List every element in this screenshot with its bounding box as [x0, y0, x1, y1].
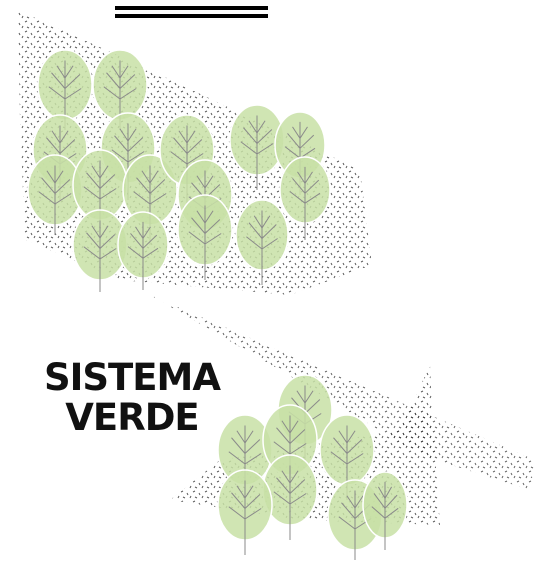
tree-cluster-upper — [27, 49, 331, 292]
tree-icon — [122, 154, 178, 245]
tree-cluster-lower — [217, 374, 408, 560]
header-bars — [115, 6, 268, 18]
tree-icon — [362, 471, 408, 550]
tree-icon — [117, 211, 169, 290]
tree-icon — [217, 469, 273, 555]
tree-icon — [27, 154, 83, 235]
tree-icon — [279, 156, 331, 240]
tree-icon — [72, 209, 128, 292]
title-line-2: VERDE — [65, 396, 198, 439]
stipple-ground-band — [150, 295, 535, 490]
title-line-1: SISTEMA — [44, 356, 221, 399]
tree-icon — [92, 49, 148, 130]
title-block: SISTEMA VERDE — [44, 356, 222, 439]
tree-icon — [235, 199, 289, 285]
tree-icon — [177, 194, 233, 280]
tree-icon — [37, 49, 93, 130]
